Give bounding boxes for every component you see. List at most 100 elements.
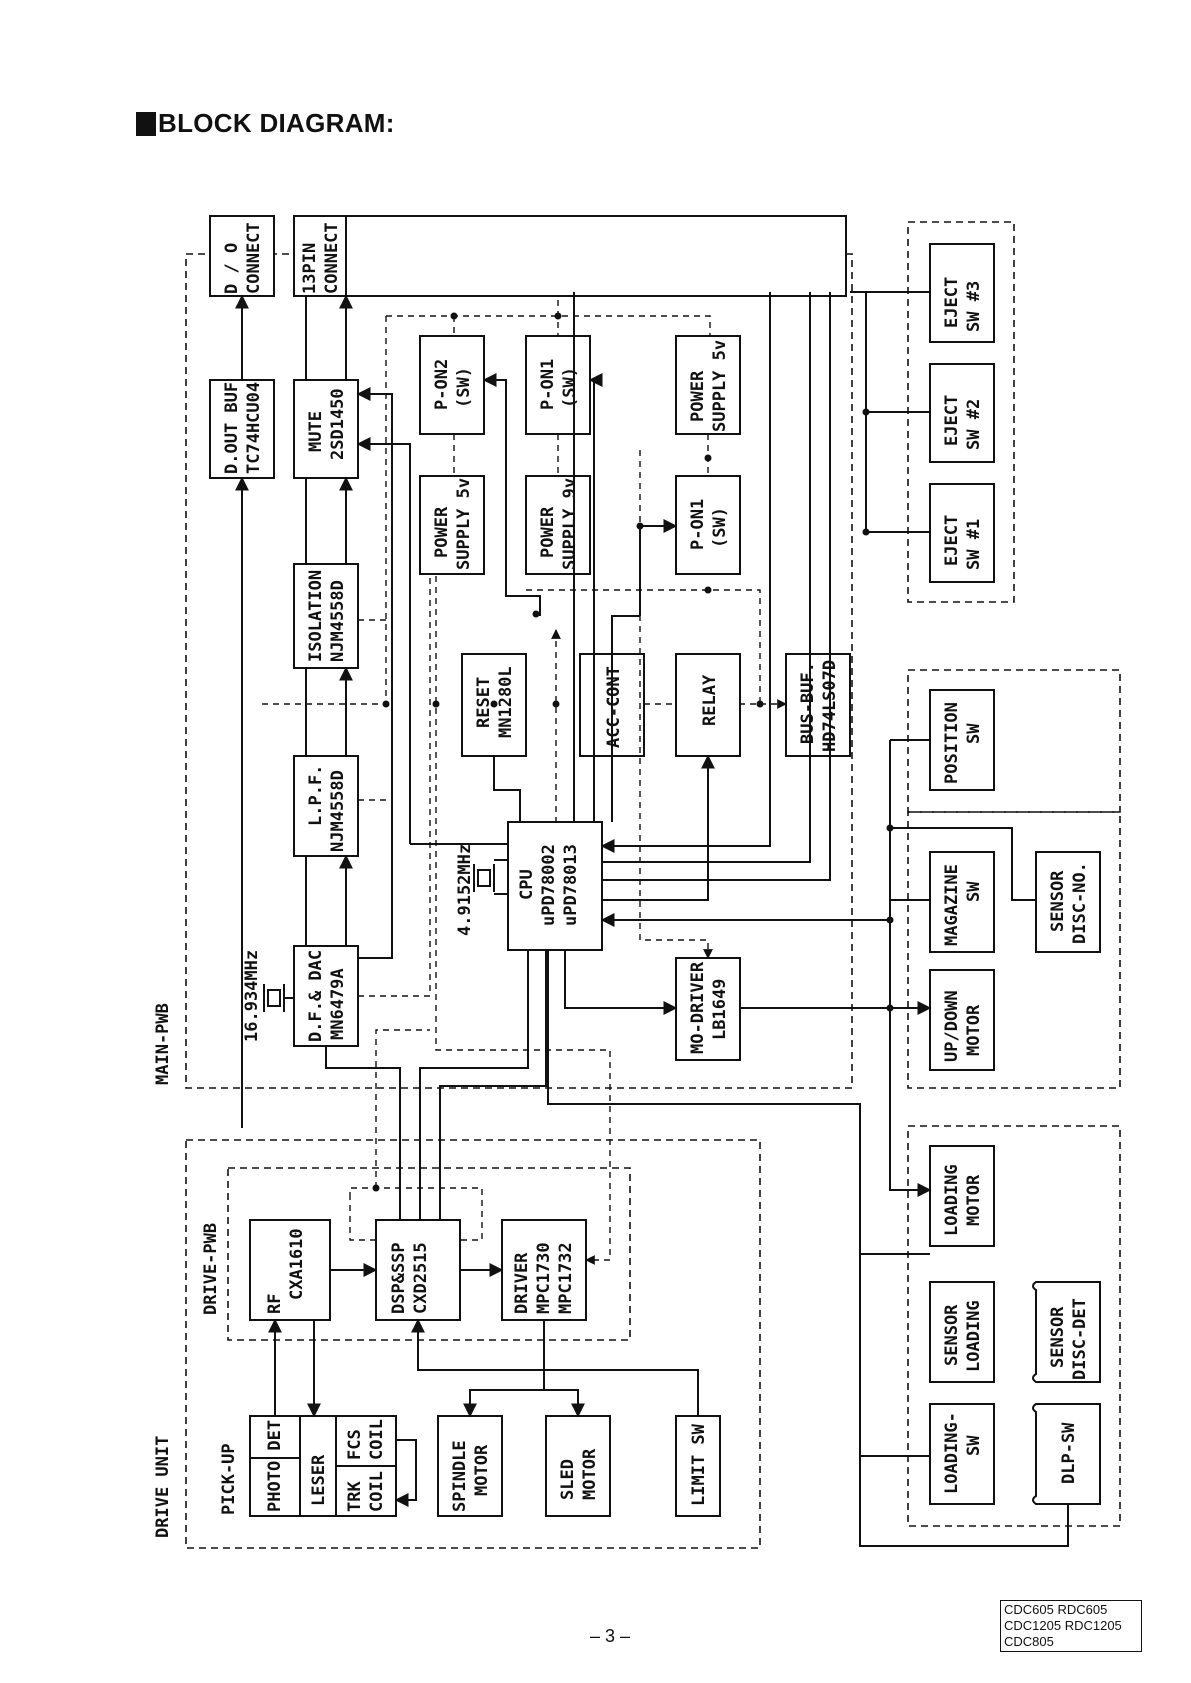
spindle-motor-line2: MOTOR [472,1444,492,1496]
sensor-loading-line1: SENSOR [942,1304,962,1366]
trk-coil-line1: TRK [345,1481,365,1512]
lpf-block [293,755,359,857]
cpu-line2: uPD78002 [539,844,559,926]
eject-sw2-line2: SW #2 [964,399,984,450]
power-supply-5v-b-block [675,335,741,435]
power-supply-9v-line1: POWER [538,506,558,558]
power-supply-5v-a-line2: SUPPLY 5v [454,478,474,570]
p-on1-b-block [675,475,741,575]
lpf-line1: L.P.F. [306,765,326,826]
driver-line1: DRIVER [512,1252,532,1314]
pick-up-label: PICK-UP [219,1443,239,1515]
dsp-line1: DSP&SSP [389,1242,409,1314]
position-sw-block [929,689,995,791]
dsp-block [375,1219,461,1321]
model-line-3: CDC805 [1004,1634,1054,1649]
eject-sw1-line1: EJECT [942,515,962,566]
isolation-line2: NJM4558D [328,580,348,662]
cpu-block [507,821,603,951]
p-on2-line1: P-ON2 [432,359,452,410]
cpu-line3: uPD78013 [561,844,581,926]
cpu-line1: CPU [517,869,537,900]
d-o-connect-line1: D / O [222,243,242,294]
sensor-loading-line2: LOADING [964,1300,984,1372]
loading-motor-block [929,1145,995,1247]
eject-sw2-block [929,363,995,463]
cpu-crystal-icon [477,869,491,887]
d-out-buf-block [209,379,275,479]
power-supply-5v-b-line1: POWER [688,370,708,422]
eject-sw3-line1: EJECT [942,277,962,328]
sled-motor-block [545,1415,611,1517]
relay-block [675,653,741,757]
d-o-connect-line2: CONNECT [244,222,264,294]
sensor-disc-det-block [1032,1281,1101,1383]
p-on1-b-line2: (SW) [710,507,730,548]
mute-line2: 2SD1450 [328,388,348,460]
pin13-connect-line2: CONNECT [322,222,342,294]
mo-driver-line2: LB1649 [710,979,730,1040]
driver-line3: MPC1732 [556,1242,576,1314]
eject-sw1-line2: SW #1 [964,519,984,570]
limit-sw-label: LIMIT SW [689,1423,709,1506]
power-supply-5v-a-line1: POWER [432,506,452,558]
loading-motor-line2: MOTOR [964,1174,984,1226]
p-on2-block [419,335,485,435]
loading-sw-block [929,1403,995,1505]
fcs-coil-line1: FCS [345,1429,365,1460]
p-on1-b-line1: P-ON1 [688,499,708,550]
updown-motor-line1: UP/DOWN [942,990,962,1062]
p-on1-a-block [525,335,591,435]
page-title: BLOCK DIAGRAM: [136,108,395,139]
pin13-connector-bar [345,215,847,297]
pin13-connect-line1: 13PIN [300,243,320,294]
dac-line2: MN6479A [328,968,348,1040]
reset-line2: MN1280L [496,666,516,738]
sensor-disc-det-line2: DISC-DET [1070,1298,1090,1380]
spindle-motor-line1: SPINDLE [450,1440,470,1512]
d-out-buf-line1: D.OUT BUF [222,382,242,474]
rf-line2: CXA1610 [287,1228,307,1300]
eject-sw2-line1: EJECT [942,395,962,446]
sled-motor-line2: MOTOR [580,1448,600,1500]
sensor-disc-no-line2: DISC-NO. [1070,862,1090,944]
dac-crystal-icon [267,989,281,1007]
power-supply-5v-a-block [419,475,485,575]
loading-motor-line1: LOADING [942,1164,962,1236]
dlp-sw-label: DLP-SW [1059,1422,1079,1484]
lpf-line2: NJM4558D [328,770,348,852]
magazine-sw-line1: MAGAZINE [942,864,962,946]
loading-group-frame [907,1125,1121,1527]
reset-line1: RESET [474,677,494,728]
p-on2-line2: (SW) [454,367,474,408]
main-pwb-frame [185,253,853,1089]
limit-sw-block [675,1415,721,1517]
title-marker [136,111,156,136]
mute-block [293,379,359,479]
rf-block [249,1219,331,1321]
magazine-group-frame [907,811,1121,1089]
drive-pwb-label: DRIVE-PWB [201,1223,221,1315]
magazine-sw-line2: SW [964,881,984,902]
acc-cont-line1: ACC-CONT [604,666,624,748]
dac-block [293,945,359,1047]
driver-line2: MPC1730 [534,1242,554,1314]
main-pwb-label: MAIN-PWB [153,1003,173,1085]
dac-clock-label: 16.934MHz [242,950,262,1042]
loading-sw-line2: SW [964,1435,984,1456]
updown-motor-line2: MOTOR [964,1004,984,1056]
model-line-1: CDC605 RDC605 [1004,1602,1108,1617]
page-number: – 3 – [590,1626,631,1646]
magazine-sw-block [929,851,995,953]
model-line-2: CDC1205 RDC1205 [1004,1618,1122,1633]
fcs-coil-line2: COIL [367,1419,387,1460]
rf-line1: RF [265,1294,285,1314]
leser-label: LESER [309,1454,329,1506]
mo-driver-line1: MO-DRIVER [688,961,708,1054]
dlp-sw-block [1032,1403,1101,1505]
p-on1-a-line1: P-ON1 [538,359,558,410]
trk-coil-line2: COIL [367,1471,387,1512]
d-o-connect-block [209,215,275,297]
eject-sw1-block [929,483,995,583]
